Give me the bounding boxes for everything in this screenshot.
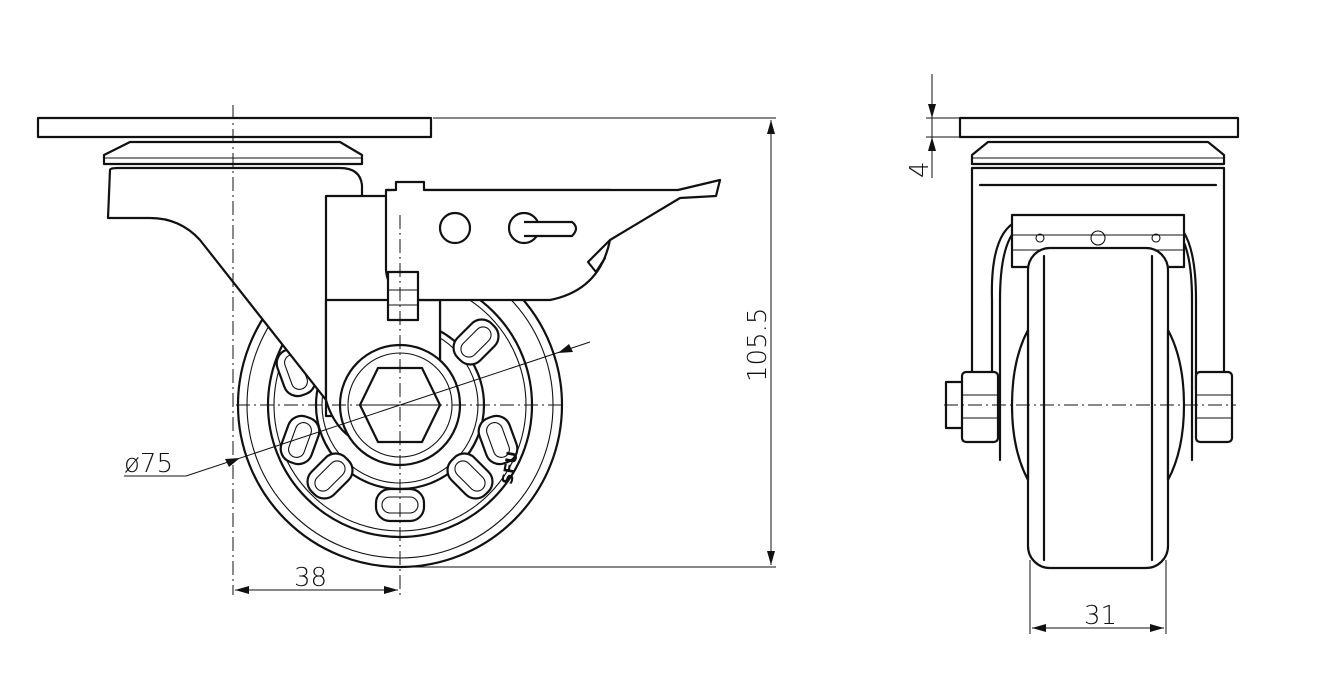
front-wheel [1010, 246, 1186, 570]
front-axle-right-nut [1194, 370, 1234, 444]
brake-lever [384, 178, 722, 322]
dimension-height: 105.5 [400, 117, 776, 568]
wheel-width-label: 31 [1084, 601, 1117, 631]
offset-label: 38 [294, 563, 327, 593]
front-axle-left-nut [944, 370, 1000, 444]
brake-hole-1 [438, 211, 472, 245]
wheel-marking: SFU [498, 450, 521, 486]
side-view-centerlines [232, 105, 566, 595]
height-label: 105.5 [743, 308, 773, 382]
dimension-wheel-width: 31 [1029, 560, 1167, 634]
dimension-plate-thickness: 4 [905, 74, 960, 178]
top-plate [36, 116, 433, 166]
side-view: SFU [36, 105, 776, 595]
front-view: 4 31 [905, 74, 1240, 634]
front-top-plate [958, 116, 1240, 166]
dimension-diameter: ø75 [124, 341, 591, 479]
plate-thickness-label: 4 [905, 161, 935, 178]
dimension-offset: 38 [235, 563, 398, 594]
diameter-label: ø75 [124, 449, 173, 479]
